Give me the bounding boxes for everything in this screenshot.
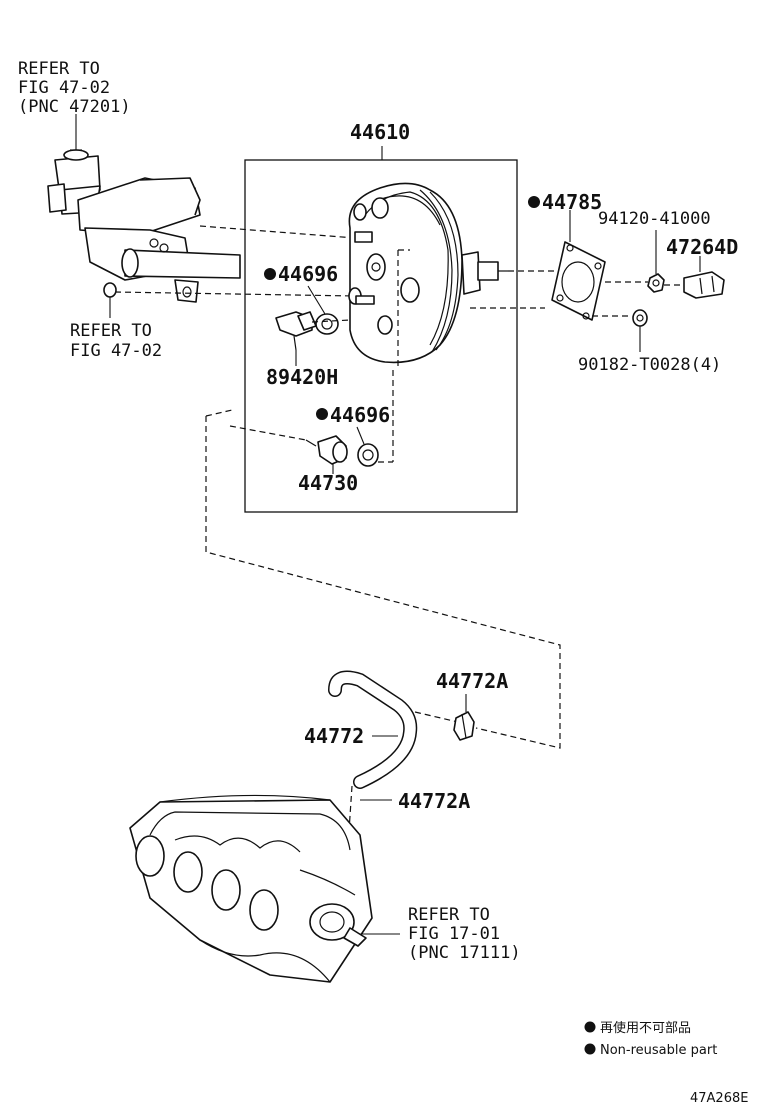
part-number-grommet-lower: 44696 xyxy=(330,403,390,427)
legend-jp-text: 再使用不可部品 xyxy=(600,1020,691,1036)
master-cylinder-drawing xyxy=(47,149,241,303)
ref-mid-left-line2: FIG 47-02 xyxy=(70,341,162,361)
grommet-lower-drawing xyxy=(357,443,379,467)
intake-manifold-drawing xyxy=(129,794,373,983)
booster-gasket-drawing xyxy=(551,241,606,321)
non-reusable-mark-grommet-upper xyxy=(264,268,276,280)
part-number-gasket: 44785 xyxy=(542,190,602,214)
check-valve-drawing xyxy=(305,435,348,465)
figure-code: 47A268E xyxy=(690,1091,748,1106)
legend-bullet-jp xyxy=(584,1021,596,1033)
legend: 再使用不可部品 Non-reusable part xyxy=(584,1020,717,1058)
part-number-check-valve: 44730 xyxy=(298,471,358,495)
vacuum-hose-drawing xyxy=(328,670,418,789)
vacuum-sensor-drawing xyxy=(275,311,317,351)
ref-manifold-line2: FIG 17-01 xyxy=(408,924,500,944)
ref-top-left-line1: REFER TO xyxy=(18,59,100,79)
ref-mid-left: REFER TO FIG 47-02 xyxy=(70,321,162,361)
part-number-booster: 44610 xyxy=(350,120,410,144)
ref-top-left-line3: (PNC 47201) xyxy=(18,97,131,117)
part-number-sensor: 89420H xyxy=(266,365,338,389)
legend-en-text: Non-reusable part xyxy=(600,1043,717,1058)
ref-top-left-line2: FIG 47-02 xyxy=(18,78,110,98)
washer-drawing xyxy=(632,309,648,327)
hose-clamp-upper-drawing xyxy=(453,711,475,741)
ref-mid-left-line1: REFER TO xyxy=(70,321,152,341)
union-bolt-small xyxy=(103,282,117,298)
nut-drawing xyxy=(647,273,665,293)
non-reusable-mark-gasket xyxy=(528,196,540,208)
ref-manifold-line1: REFER TO xyxy=(408,905,490,925)
booster-group-frame xyxy=(244,159,518,513)
non-reusable-mark-grommet-lower xyxy=(316,408,328,420)
part-number-nut: 94120-41000 xyxy=(598,209,711,229)
brake-booster-drawing xyxy=(348,182,508,364)
legend-bullet-en xyxy=(584,1043,596,1055)
grommet-upper-drawing xyxy=(315,313,339,335)
part-number-hose-clamp-lower: 44772A xyxy=(398,789,470,813)
part-number-washer: 90182-T0028(4) xyxy=(578,355,721,375)
part-number-hose: 44772 xyxy=(304,724,364,748)
part-number-clip: 47264D xyxy=(666,235,738,259)
clip-drawing xyxy=(683,271,725,299)
part-number-hose-clamp-upper: 44772A xyxy=(436,669,508,693)
ref-manifold-line3: (PNC 17111) xyxy=(408,943,521,963)
ref-manifold: REFER TO FIG 17-01 (PNC 17111) xyxy=(408,905,521,963)
part-number-grommet-upper: 44696 xyxy=(278,262,338,286)
ref-top-left: REFER TO FIG 47-02 (PNC 47201) xyxy=(18,59,131,117)
